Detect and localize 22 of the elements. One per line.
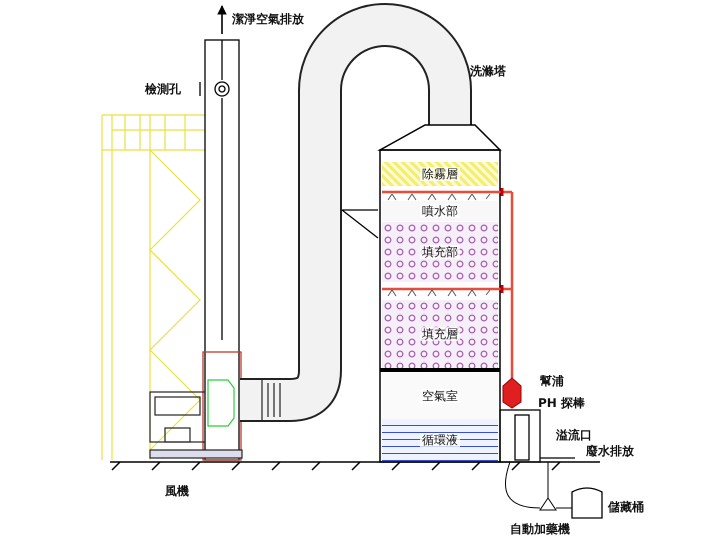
part-label: 儲藏桶 — [608, 500, 644, 514]
spray-section — [382, 201, 498, 221]
packing-section — [382, 222, 498, 282]
part-label: 溢流口 — [556, 428, 592, 442]
part-label: 檢測孔 — [145, 82, 181, 96]
section-label: 填充層 — [420, 327, 460, 341]
part-label: 洗滌塔 — [470, 64, 506, 78]
section-label: 除霧層 — [420, 167, 460, 181]
part-label: 幫浦 — [540, 374, 564, 388]
mist-eliminator-layer — [382, 162, 498, 186]
part-label: 風機 — [165, 484, 189, 498]
section-label: 填充部 — [420, 245, 460, 259]
section-label: 空氣室 — [420, 389, 460, 403]
part-label: 廢水排放 — [586, 444, 634, 458]
part-label: PH 探棒 — [538, 396, 586, 410]
air-chamber — [382, 373, 498, 419]
section-label: 循環液 — [420, 433, 460, 447]
part-label: 潔淨空氣排放 — [232, 12, 304, 26]
packing-layer — [382, 300, 498, 368]
section-label: 噴水部 — [420, 204, 460, 218]
circulating-liquid — [382, 419, 498, 461]
part-label: 自動加藥機 — [510, 522, 570, 536]
